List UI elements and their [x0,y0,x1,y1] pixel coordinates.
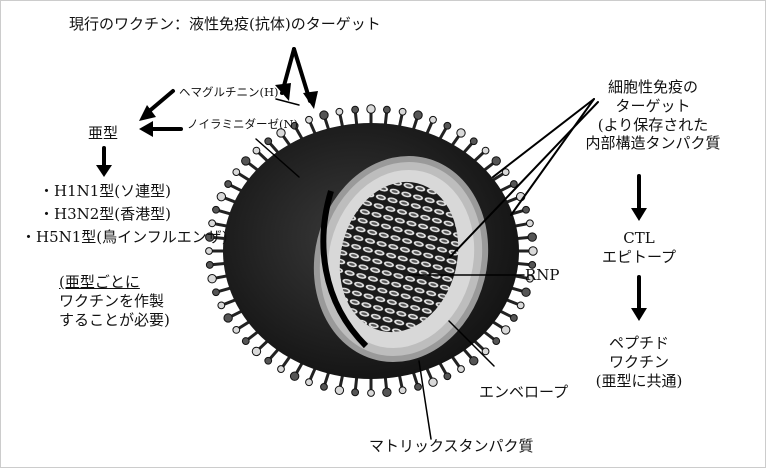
neuraminidase-spike [320,111,328,119]
hemagglutinin-spike [208,275,216,283]
peptide-line-2: ワクチン [584,353,694,372]
neuraminidase-spike [415,383,422,390]
hemagglutinin-spike [306,379,313,386]
neuraminidase-spike [213,206,220,213]
neuraminidase-spike [242,338,249,345]
hemagglutinin-spike [233,326,240,333]
hemagglutinin-spike [209,220,216,227]
hemagglutinin-spike [501,326,509,334]
cellular-line-3: (より保存された [573,116,733,135]
hemagglutinin-spike [526,220,533,227]
matrix-protein-label: マトリックスタンパク質 [369,437,534,456]
neuraminidase-spike [242,157,250,165]
neuraminidase-spike [444,373,451,380]
neuraminidase-spike [321,383,328,390]
cellular-line-4: 内部構造タンパク質 [573,134,733,153]
subtype-note-line-2: ワクチンを作製 [59,292,170,311]
neuraminidase-spike [528,233,536,241]
cellular-immunity-target: 細胞性免疫の ターゲット (より保存された 内部構造タンパク質 [573,78,733,153]
neuraminidase-spike [444,122,451,129]
cellular-line-2: ターゲット [573,97,733,116]
hemagglutinin-spike [253,147,260,154]
hemagglutinin-spike [278,366,285,373]
subtype-note: (亜型ごとに ワクチンを作製 することが必要) [59,273,170,329]
neuraminidase-spike [352,106,359,113]
hemagglutinin-spike [529,247,537,255]
neuraminidase-spike [383,106,390,113]
neuraminidase-spike [493,338,500,345]
hemagglutinin-spike [217,192,225,200]
hemagglutinin-spike [206,248,213,255]
hemagglutinin-spike [335,386,343,394]
hemagglutinin-spike [457,129,465,137]
hemagglutinin-spike [430,116,437,123]
peptide-line-3: (亜型に共通) [584,372,694,391]
neuraminidase-spike [290,372,298,380]
hemagglutinin-spike [367,105,375,113]
cellular-line-1: 細胞性免疫の [573,78,733,97]
subtype-h5n1: ・H5N1型(鳥インフルエンザ) [21,228,228,247]
neuraminidase-spike [225,181,232,188]
hemagglutinin-spike [399,108,406,115]
hemagglutinin-spike [517,302,524,309]
neuraminidase-spike [470,138,477,145]
neuraminidase-spike [510,315,517,322]
neuraminidase-spike [265,138,272,145]
neuraminidase-spike [523,206,530,213]
neuraminidase-spike [224,314,232,322]
hemagglutinin-spike [482,348,489,355]
ctl-line-1: CTL [589,229,689,248]
hemagglutinin-spike [368,390,375,397]
neuraminidase-spike [206,262,213,269]
hemagglutinin-label: ヘマグルチニン(H) [179,85,279,99]
hemagglutinin-spike [306,116,313,123]
ctl-epitope: CTL エピトープ [589,229,689,267]
subtype-h1n1: ・H1N1型(ソ連型) [39,182,171,201]
envelope-label: エンベロープ [479,383,568,402]
hemagglutinin-spike [218,302,225,309]
neuraminidase-spike [352,389,359,396]
neuraminidase-spike [492,157,500,165]
subtype-label: 亜型 [88,124,118,143]
neuraminidase-spike [213,289,220,296]
rnp-label: RNP [525,266,560,285]
hemagglutinin-spike [252,347,260,355]
neuraminidase-spike [470,357,478,365]
subtype-h3n2: ・H3N2型(香港型) [39,205,171,224]
current-vaccine-target-label: 現行のワクチン：液性免疫(抗体)のターゲット [69,15,381,34]
neuraminidase-spike [522,288,530,296]
neuraminidase-spike [265,357,272,364]
neuraminidase-spike [383,388,391,396]
neuraminidase-spike [414,111,422,119]
subtype-note-line-1: (亜型ごとに [59,273,170,292]
peptide-line-1: ペプチド [584,334,694,353]
hemagglutinin-spike [458,366,465,373]
neuraminidase-label: ノイラミニダーゼ(N) [187,117,298,131]
hemagglutinin-spike [233,169,240,176]
ctl-line-2: エピトープ [589,248,689,267]
peptide-vaccine: ペプチド ワクチン (亜型に共通) [584,334,694,390]
hemagglutinin-spike [482,147,489,154]
hemagglutinin-spike [399,387,406,394]
hemagglutinin-spike [429,378,437,386]
subtype-note-line-3: することが必要) [59,311,170,330]
hemagglutinin-spike [336,108,343,115]
